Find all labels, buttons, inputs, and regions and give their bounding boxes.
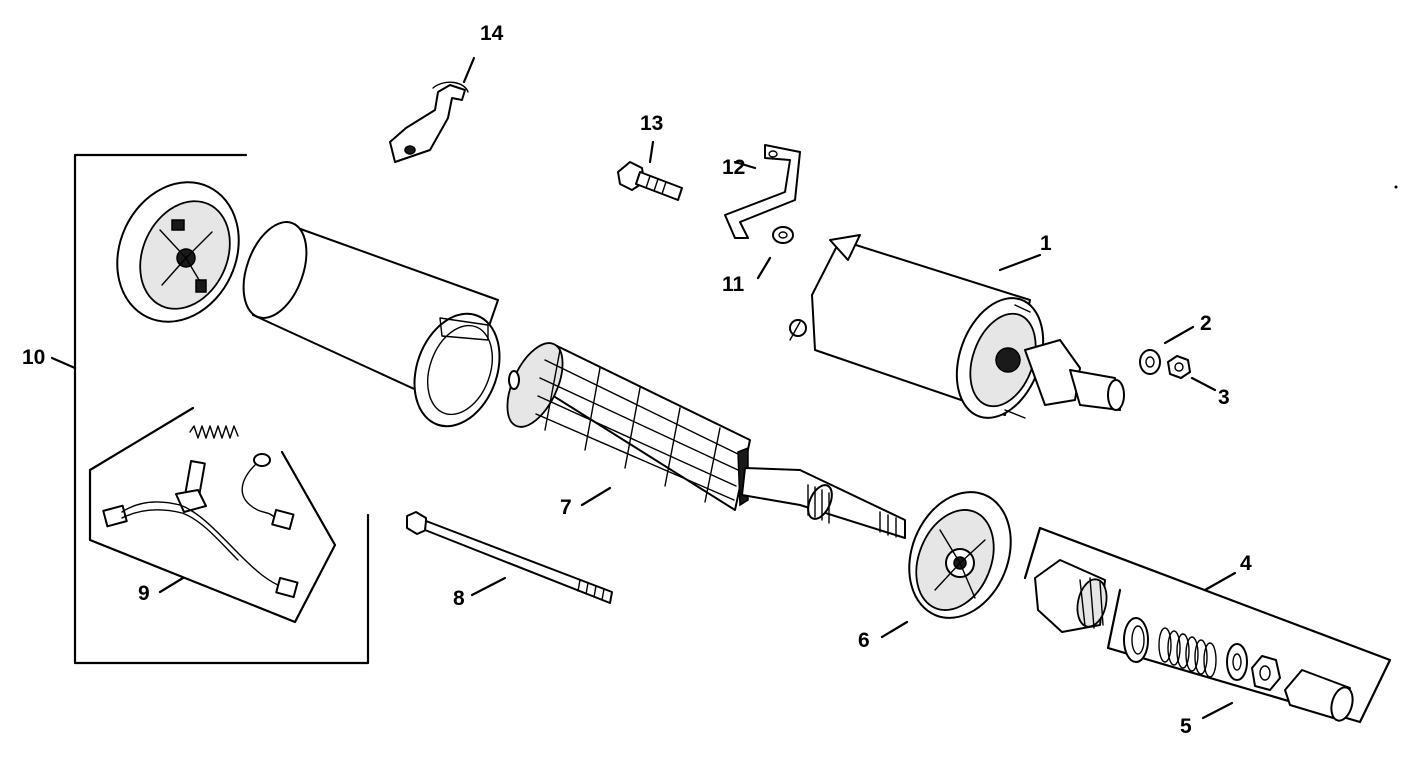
group-4-5-bracket (1023, 526, 1392, 724)
end-cap (116, 181, 240, 323)
callout-7: 7 (560, 496, 572, 519)
callout-13: 13 (640, 112, 663, 135)
callout-4: 4 (1240, 552, 1252, 575)
group-10-bracket (73, 153, 370, 665)
callout-11: 11 (722, 273, 745, 296)
callout-10: 10 (22, 346, 45, 369)
group-9-bracket (88, 406, 337, 624)
washer-11 (772, 226, 794, 244)
callout-12: 12 (722, 156, 745, 179)
through-bolt (406, 511, 613, 604)
callout-6: 6 (858, 629, 870, 652)
brush-assembly (102, 425, 299, 599)
leader-lines (50, 56, 1237, 720)
callout-2: 2 (1200, 312, 1212, 335)
hex-nut (1167, 355, 1191, 379)
drive-end-cap (908, 491, 1012, 619)
callout-14: 14 (480, 22, 504, 45)
callout-1: 1 (1040, 232, 1052, 255)
callout-9: 9 (138, 582, 150, 605)
callout-8: 8 (453, 587, 465, 610)
edge-mark (1394, 185, 1398, 189)
callout-labels: 1 2 3 4 5 6 7 8 9 10 11 12 13 14 (22, 22, 1252, 738)
callout-3: 3 (1218, 386, 1230, 409)
starter-motor (789, 234, 1125, 419)
lock-washer (1139, 349, 1161, 375)
armature (506, 342, 906, 539)
clip (389, 81, 469, 163)
screw (617, 161, 683, 201)
drive-pinion (1034, 559, 1108, 633)
drive-kit (1123, 617, 1354, 722)
callout-5: 5 (1180, 715, 1192, 738)
frame-housing (242, 221, 501, 428)
mounting-bracket (724, 144, 801, 239)
